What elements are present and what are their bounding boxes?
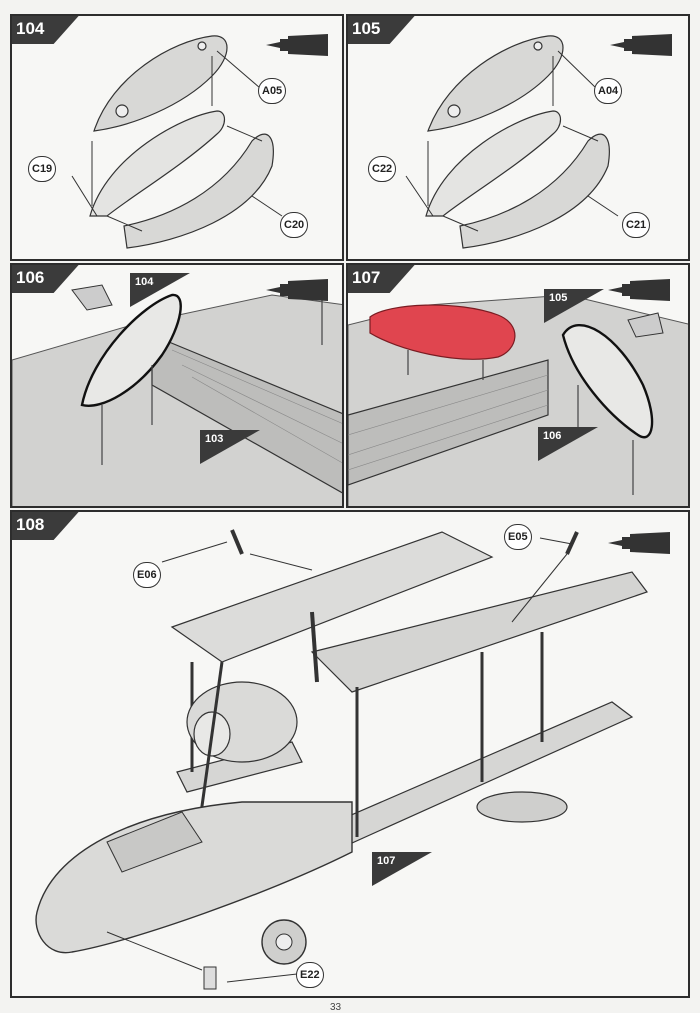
cement-tube-icon: [608, 279, 670, 301]
step-104-panel: 104 A05 C19 C20: [10, 14, 344, 261]
step-105-panel: 105 A04 C22 C21: [346, 14, 690, 261]
cement-tube-icon: [266, 34, 328, 56]
cement-tube-icon: [610, 34, 672, 56]
part-label-e22: E22: [296, 962, 324, 988]
part-label-e06: E06: [133, 562, 161, 588]
part-label-a05: A05: [258, 78, 287, 104]
part-label-c22: C22: [368, 156, 397, 182]
part-label-c19: C19: [28, 156, 57, 182]
step-108-illustration: [35, 529, 648, 990]
part-label-c20: C20: [280, 212, 309, 238]
step-108-panel: 108 E06 E05 E22 107: [10, 510, 690, 998]
cement-tube-icon: [266, 279, 328, 301]
step-104-illustration: [71, 35, 283, 249]
cement-tube-icon: [608, 532, 670, 554]
step-106-panel: 106 104 103: [10, 263, 344, 508]
part-label-a04: A04: [594, 78, 623, 104]
page-number: 33: [330, 1002, 342, 1013]
part-label-e05: E05: [504, 524, 532, 550]
part-label-c21: C21: [622, 212, 651, 238]
step-106-illustration: [12, 284, 342, 506]
step-107-panel: 107 105 106: [346, 263, 690, 508]
step-107-illustration: [348, 294, 688, 506]
step-105-illustration: [405, 35, 619, 249]
